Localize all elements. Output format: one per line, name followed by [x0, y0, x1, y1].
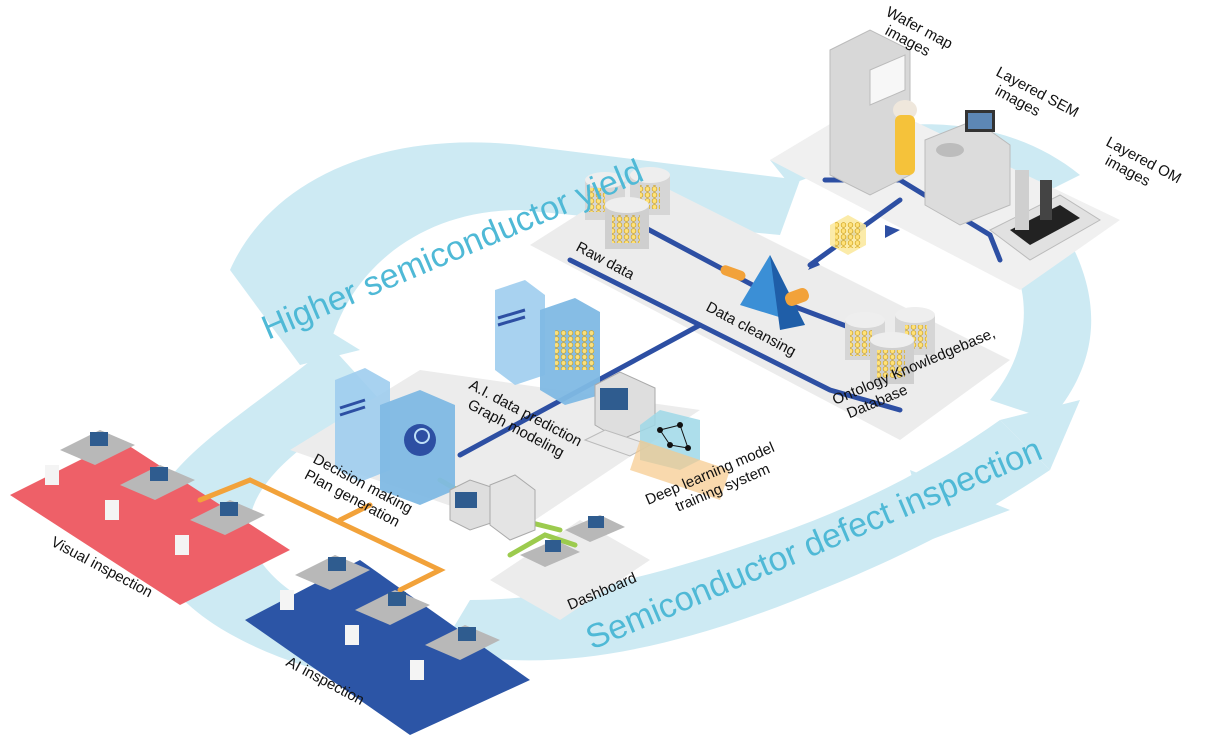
raw-data-database — [585, 167, 670, 249]
data-packet-hex — [830, 215, 866, 255]
data-cleansing-prism — [720, 255, 809, 330]
central-workstation — [449, 474, 536, 541]
wafer-map-machine — [829, 29, 917, 196]
visual-inspection-desks — [45, 430, 265, 555]
deep-learning-panel — [630, 410, 730, 500]
sem-machine — [924, 110, 1011, 226]
ai-computer — [583, 371, 656, 457]
ai-inspection-zone — [245, 560, 530, 735]
ai-inspection-desks — [280, 555, 500, 680]
visual-inspection-zone — [10, 440, 290, 605]
om-machine — [989, 170, 1101, 261]
dashboard-desks — [520, 515, 625, 567]
layered-sem-label: Layered SEM images — [992, 64, 1081, 122]
ontology-database — [845, 307, 935, 384]
decision-server — [335, 368, 455, 505]
layered-om-label: Layered OM images — [1102, 134, 1184, 190]
ai-server — [495, 280, 600, 405]
